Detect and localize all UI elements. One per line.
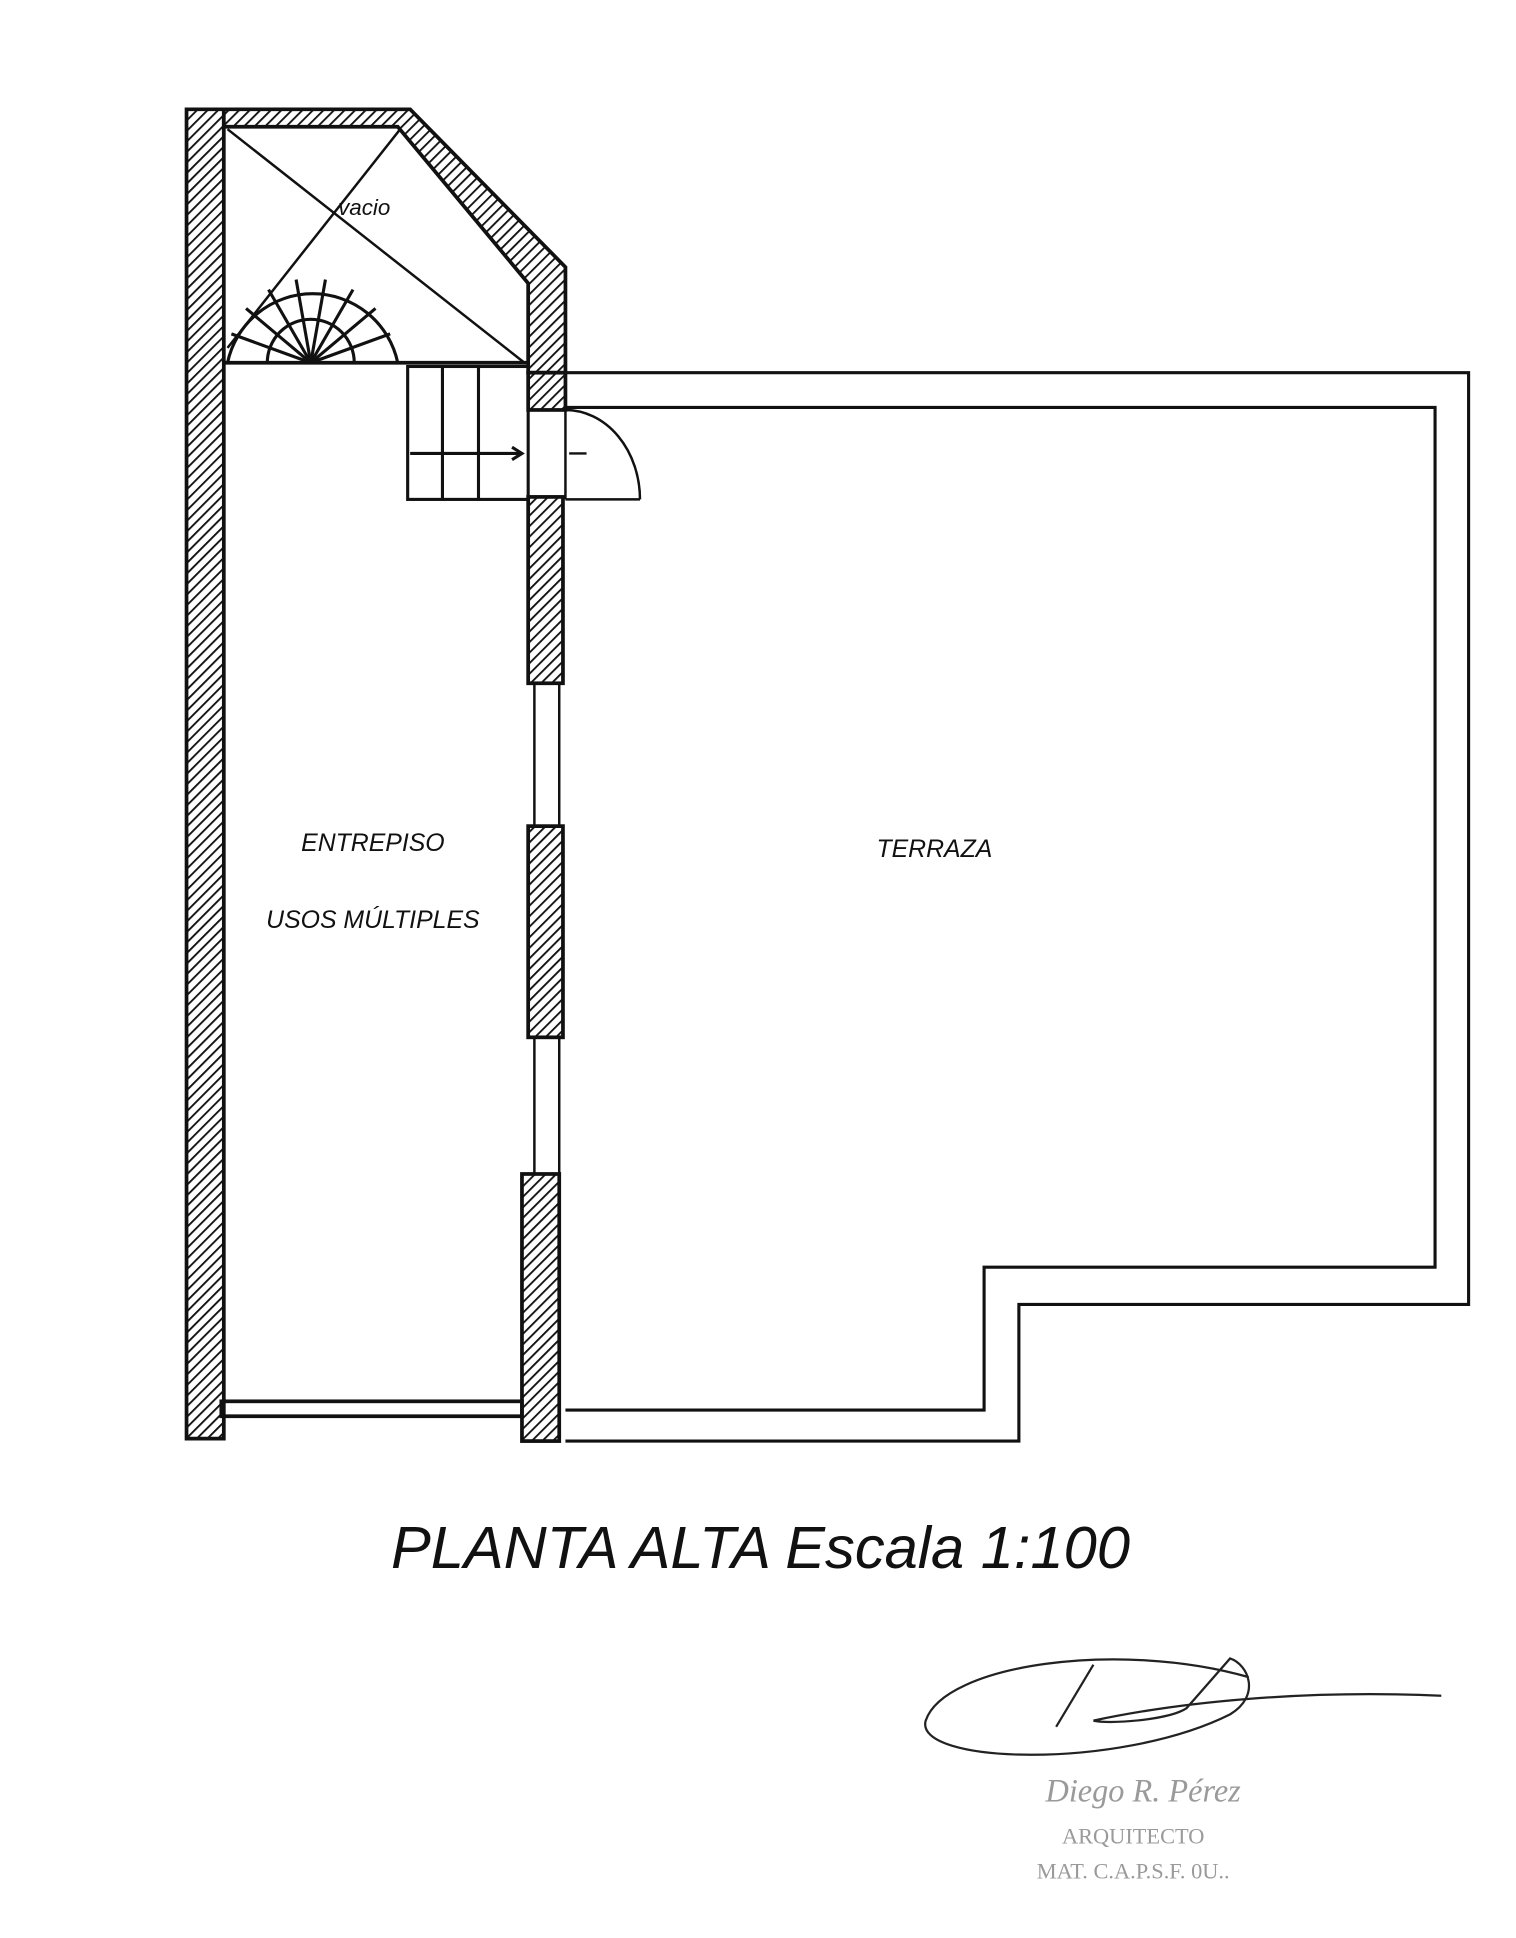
stamp-name: Diego R. Pérez [1045,1772,1242,1808]
spiral-staircase [226,279,400,365]
door [564,408,642,501]
terrace-outline [565,371,1471,1443]
spiral-tread [309,279,327,364]
spiral-tread [294,279,313,364]
right-wall-segment [526,495,565,686]
spiral-tread [309,288,355,364]
void-label: vacio [338,195,390,220]
spiral-tread [245,307,312,364]
stamp-profession: ARQUITECTO [1062,1824,1204,1849]
right-wall-segment [526,370,568,412]
windows [219,682,561,1419]
architect-stamp: Diego R. Pérez ARQUITECTO MAT. C.A.P.S.F… [1037,1772,1241,1883]
room-label-terrace: TERRAZA [876,836,992,863]
void-cross [226,128,526,364]
spiral-tread [310,332,391,365]
plan-title: PLANTA ALTA Escala 1:100 [391,1514,1130,1581]
left-wall [184,107,226,1441]
straight-staircase [406,364,530,501]
right-wall-segment [526,824,565,1040]
right-wall-segment [520,1172,562,1443]
spiral-tread [267,288,313,364]
spiral-tread [230,332,312,365]
room-label-multipurpose: USOS MÚLTIPLES [266,907,480,934]
room-label-mezzanine: ENTREPISO [301,830,444,857]
walls [184,107,568,1443]
spiral-tread [309,307,377,364]
stamp-registration: MAT. C.A.P.S.F. 0U.. [1037,1858,1230,1883]
signature [924,1657,1442,1756]
